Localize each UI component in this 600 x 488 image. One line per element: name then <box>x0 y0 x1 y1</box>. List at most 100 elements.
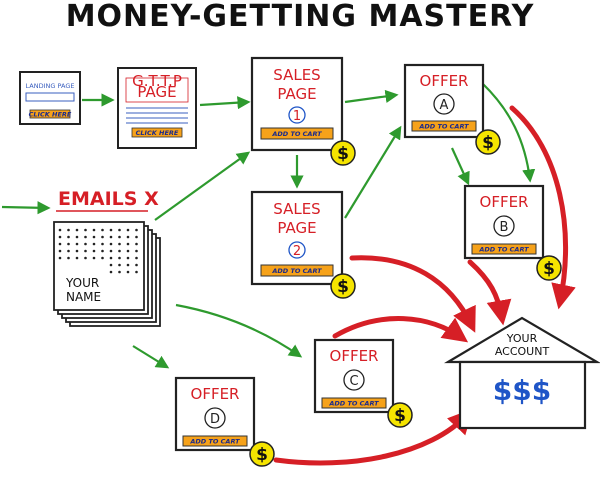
email-dot <box>92 256 96 260</box>
red-arrow-a <box>509 105 576 310</box>
email-dot <box>135 270 138 274</box>
green-arrow-offera-to-offerb-1 <box>450 147 470 186</box>
offer-d-label: OFFER <box>191 385 240 403</box>
email-dot <box>92 228 96 232</box>
offer-b-button: ADD TO CART <box>478 246 529 254</box>
dollar-coin-icon <box>330 273 356 299</box>
email-dot <box>135 249 138 253</box>
offer-b-label: OFFER <box>480 193 529 211</box>
emails-name-1: YOUR <box>65 276 99 290</box>
gttp-label-1: G.T.T.P <box>132 72 182 90</box>
emails-name-2: NAME <box>66 290 101 304</box>
email-dot <box>84 256 87 260</box>
sales2-button: ADD TO CART <box>271 267 322 275</box>
email-dot <box>101 228 104 232</box>
red-arrow-b <box>467 259 512 326</box>
green-arrow-gttp-to-sales1 <box>199 96 251 110</box>
offer-c-dollar: $ <box>394 406 406 426</box>
email-dot <box>84 242 87 246</box>
email-dot <box>67 228 70 232</box>
email-dot <box>126 263 130 267</box>
email-dot <box>67 242 70 246</box>
email-dot <box>101 249 104 253</box>
green-arrow-sales2-to-offera <box>344 125 402 219</box>
green-arrow-sales1-to-offera <box>344 89 399 104</box>
offer-d-button: ADD TO CART <box>189 438 240 446</box>
email-dot <box>75 242 79 246</box>
email-dot <box>101 256 104 260</box>
account-label-1: YOUR <box>506 332 538 345</box>
green-arrow-into-emails <box>1 201 51 215</box>
email-dot <box>58 242 62 246</box>
email-dot <box>109 228 113 232</box>
sales-page-1-box: SALES PAGE 1 ADD TO CART $ <box>250 56 356 166</box>
email-dot <box>92 242 96 246</box>
email-dot <box>84 249 87 253</box>
offer-b-dollar: $ <box>543 259 555 279</box>
email-dot <box>101 235 104 239</box>
email-dot <box>118 242 121 246</box>
dollar-coin-icon <box>330 140 356 166</box>
landing-page-box: LANDING PAGE CLICK HERE <box>19 71 81 125</box>
email-dot <box>67 235 70 239</box>
email-dot <box>135 228 138 232</box>
email-dot <box>135 256 138 260</box>
email-dot <box>118 235 121 239</box>
red-arrow-c <box>332 316 469 343</box>
sales-page-2-box: SALES PAGE 2 ADD TO CART $ <box>250 190 356 299</box>
gttp-text-lines <box>126 107 188 124</box>
offer-c-button: ADD TO CART <box>328 400 379 408</box>
email-dot <box>118 263 121 267</box>
email-dot <box>67 256 70 260</box>
landing-page-button: CLICK HERE <box>29 111 72 119</box>
email-dot <box>75 228 79 232</box>
sales1-dollar: $ <box>337 144 349 164</box>
offer-a-dollar: $ <box>482 133 494 153</box>
emails-label: EMAILS X <box>58 188 159 210</box>
sales1-button: ADD TO CART <box>271 130 322 138</box>
sales2-number: 2 <box>293 244 301 259</box>
email-dot <box>135 242 138 246</box>
offer-b-box: OFFER B ADD TO CART $ <box>463 184 562 281</box>
email-dot <box>109 256 113 260</box>
email-dot <box>109 249 113 253</box>
gttp-page-box: G.T.T.P PAGE CLICK HERE <box>117 67 197 149</box>
red-arrow-sales2 <box>349 255 476 333</box>
offer-a-label: OFFER <box>420 72 469 90</box>
sales2-label-1: SALES <box>273 200 320 218</box>
gttp-label-2: PAGE <box>137 83 176 101</box>
email-dot <box>101 242 104 246</box>
email-dot <box>126 228 130 232</box>
dollar-coin-icon <box>249 441 275 467</box>
offer-a-box: OFFER A ADD TO CART $ <box>403 63 501 155</box>
offer-d-box: OFFER D ADD TO CART $ <box>174 376 275 467</box>
email-dot <box>75 256 79 260</box>
green-arrows <box>1 82 536 369</box>
email-dot <box>75 235 79 239</box>
email-dot <box>67 249 70 253</box>
email-dot <box>118 256 121 260</box>
landing-page-label: LANDING PAGE <box>26 82 75 90</box>
email-dot <box>58 228 62 232</box>
email-dot <box>135 235 138 239</box>
email-dot <box>126 256 130 260</box>
green-arrow-emails-to-offerd <box>132 345 170 369</box>
email-dot <box>135 263 138 267</box>
offer-d-dollar: $ <box>256 445 268 465</box>
email-dot <box>58 235 62 239</box>
email-dot <box>118 270 121 274</box>
email-dot <box>58 249 62 253</box>
offer-d-letter: D <box>210 412 220 427</box>
email-dot <box>75 249 79 253</box>
email-dot <box>118 249 121 253</box>
email-dot <box>109 235 113 239</box>
email-dot-grid <box>58 228 138 274</box>
email-dot <box>126 270 130 274</box>
email-dot <box>84 228 87 232</box>
email-dot <box>84 235 87 239</box>
offer-a-letter: A <box>440 98 449 113</box>
emails-stack: EMAILS X YOUR NAME <box>53 188 161 327</box>
offer-c-box: OFFER C ADD TO CART $ <box>313 338 413 428</box>
dollar-coin-icon <box>475 129 501 155</box>
